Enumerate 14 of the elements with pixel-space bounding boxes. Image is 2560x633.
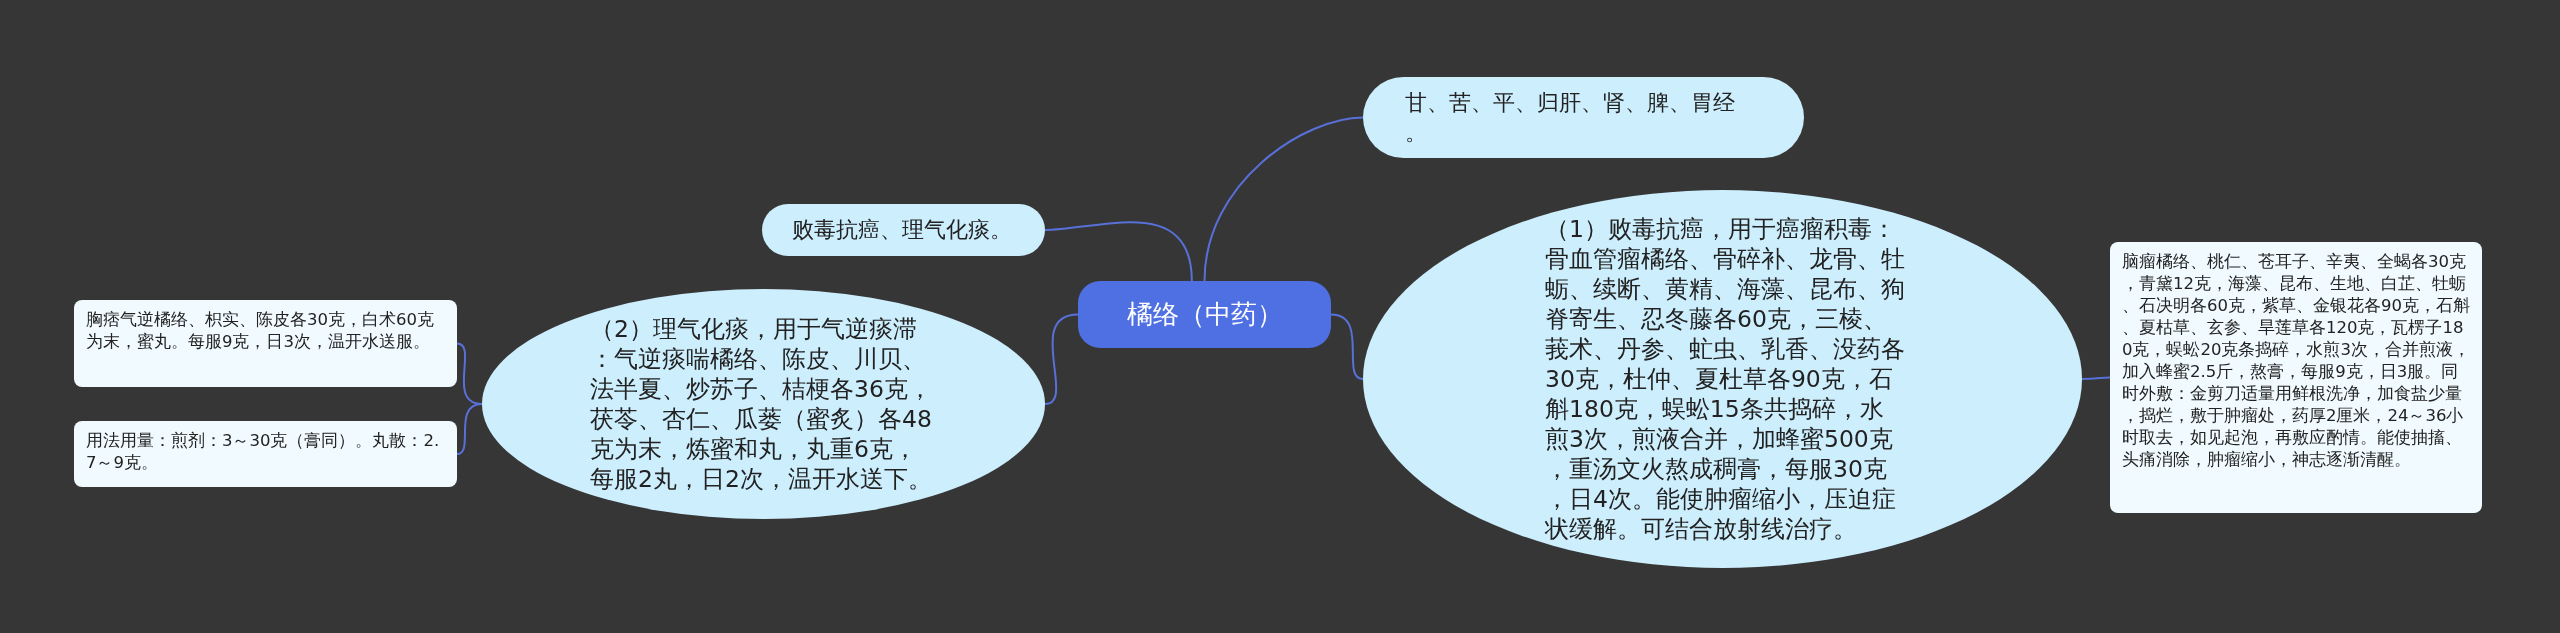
connector-line (1044, 313, 1079, 405)
branch-node: 败毒抗癌、理气化痰。 (762, 204, 1045, 256)
note-card: 胸痞气逆橘络、枳实、陈皮各30克，白术60克为末，蜜丸。每服9克，日3次，温开水送服。 (74, 300, 457, 387)
note-card: 用法用量：煎剂：3～30克（膏同）。丸散：2.7～9克。 (74, 421, 457, 487)
note-card: 脑瘤橘络、桃仁、苍耳子、辛夷、全蝎各30克，青黛12克，海藻、昆布、生地、白芷、牡蛎、石决明各60克，紫草、金银花各90克，石斛、夏枯草、玄参、旱莲草各120克，瓦楞子180克，蜈蚣20克条捣碎，水煎3次，合并煎液，加入蜂蜜2.5斤，熬膏，每服9克，日3服。同时外敷：金剪刀适量用鲜根洗净，加食盐少量，捣烂，敷于肿瘤处，药厚2厘米，24～36小时取去，如见起泡，再敷应酌情。能使抽搐、头痛消除，肿瘤缩小，神志逐渐清醒。 (2110, 242, 2482, 513)
branch-node: （2）理气化痰，用于气逆痰滞：气逆痰喘橘络、陈皮、川贝、法半夏、炒苏子、桔梗各36克，茯苓、杏仁、瓜蒌（蜜炙）各48克为末，炼蜜和丸，丸重6克，每服2丸，日2次，温开水送下。 (482, 289, 1045, 519)
branch-node: 甘、苦、平、归肝、肾、脾、胃经。 (1363, 77, 1804, 158)
connector-line (1203, 116, 1364, 282)
connector-line (456, 403, 483, 455)
connector-line (2081, 376, 2111, 380)
connector-line (1044, 221, 1193, 282)
branch-node: （1）败毒抗癌，用于癌瘤积毒：骨血管瘤橘络、骨碎补、龙骨、牡蛎、续断、黄精、海藻、昆布、狗脊寄生、忍冬藤各60克，三棱、莪术、丹参、虻虫、乳香、没药各30克，杜仲、夏杜草各90克，石斛180克，蜈蚣15条共捣碎，水煎3次，煎液合并，加蜂蜜500克，重汤文火熬成稠膏，每服30克，日4次。能使肿瘤缩小，压迫症状缓解。可结合放射线治疗。 (1363, 190, 2082, 568)
connector-line (1330, 313, 1364, 380)
central-topic: 橘络（中药） (1078, 281, 1331, 348)
